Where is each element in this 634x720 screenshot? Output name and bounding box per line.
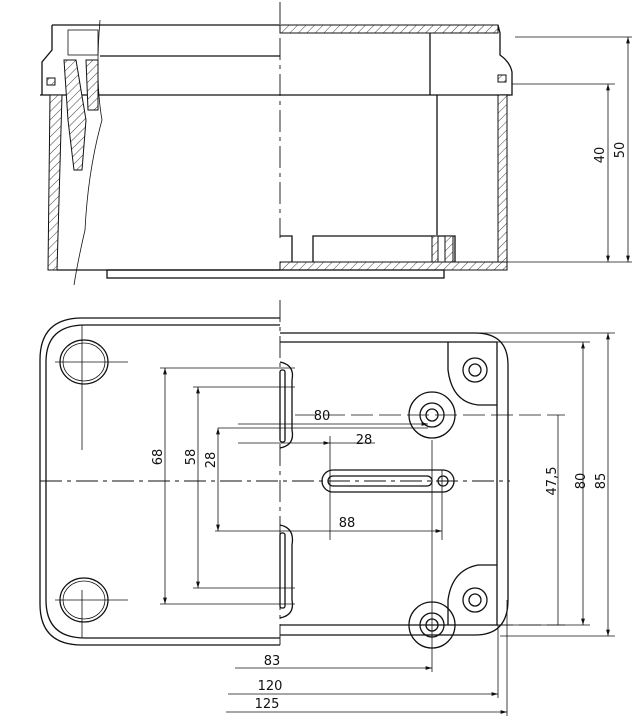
outline-left-outer	[39, 317, 280, 646]
cable-gland-section	[41, 19, 103, 286]
outline-right-inner	[280, 341, 498, 626]
gasket-right	[497, 74, 507, 83]
lid-right-flange	[497, 24, 513, 96]
corner-boss-bottom	[447, 564, 497, 625]
bottom-foot	[106, 269, 445, 279]
boss-rib-1	[431, 235, 439, 263]
dim-label-28-horizontal: 28	[356, 433, 373, 448]
right-wall	[497, 94, 508, 266]
left-wall	[47, 94, 63, 271]
boss-frame	[312, 235, 456, 262]
dim-label-68: 68	[151, 449, 166, 466]
dim-label-88: 88	[339, 516, 356, 531]
side-slot-bottom-inner	[279, 532, 286, 609]
side-slot-bottom	[279, 524, 294, 619]
dim-label-28-vertical: 28	[204, 452, 219, 469]
side-slot-top	[279, 361, 294, 449]
center-slot-hole	[437, 475, 449, 487]
dim-label-58: 58	[184, 449, 199, 466]
bottom-view: 68 58 28 80 28 88 47,5 80 85 83 120 125	[39, 300, 615, 716]
outline-left-inner	[45, 324, 280, 639]
boss-left	[280, 235, 293, 262]
dim-label-83: 83	[264, 654, 281, 669]
center-slot-outer	[321, 469, 455, 493]
dim-label-125: 125	[255, 697, 280, 712]
dim-label-80-vertical: 80	[574, 473, 589, 490]
dim-label-120: 120	[258, 679, 283, 694]
side-section-view: 50 40	[40, 2, 632, 286]
mount-hole-top-left	[55, 325, 128, 450]
boss-rib-2	[444, 235, 454, 263]
outline-right-outer	[280, 332, 509, 636]
dim-label-50: 50	[613, 142, 628, 159]
dim-label-40: 40	[593, 147, 608, 164]
side-slot-top-inner	[279, 369, 286, 443]
mount-hole-bottom-left	[55, 577, 128, 638]
dim-label-80-horizontal: 80	[314, 409, 331, 424]
corner-boss-top	[447, 342, 497, 406]
bottom-wall	[279, 261, 508, 271]
lid-hatched-top	[279, 24, 499, 34]
dim-label-47-5: 47,5	[545, 467, 560, 496]
dim-label-85: 85	[594, 473, 609, 490]
